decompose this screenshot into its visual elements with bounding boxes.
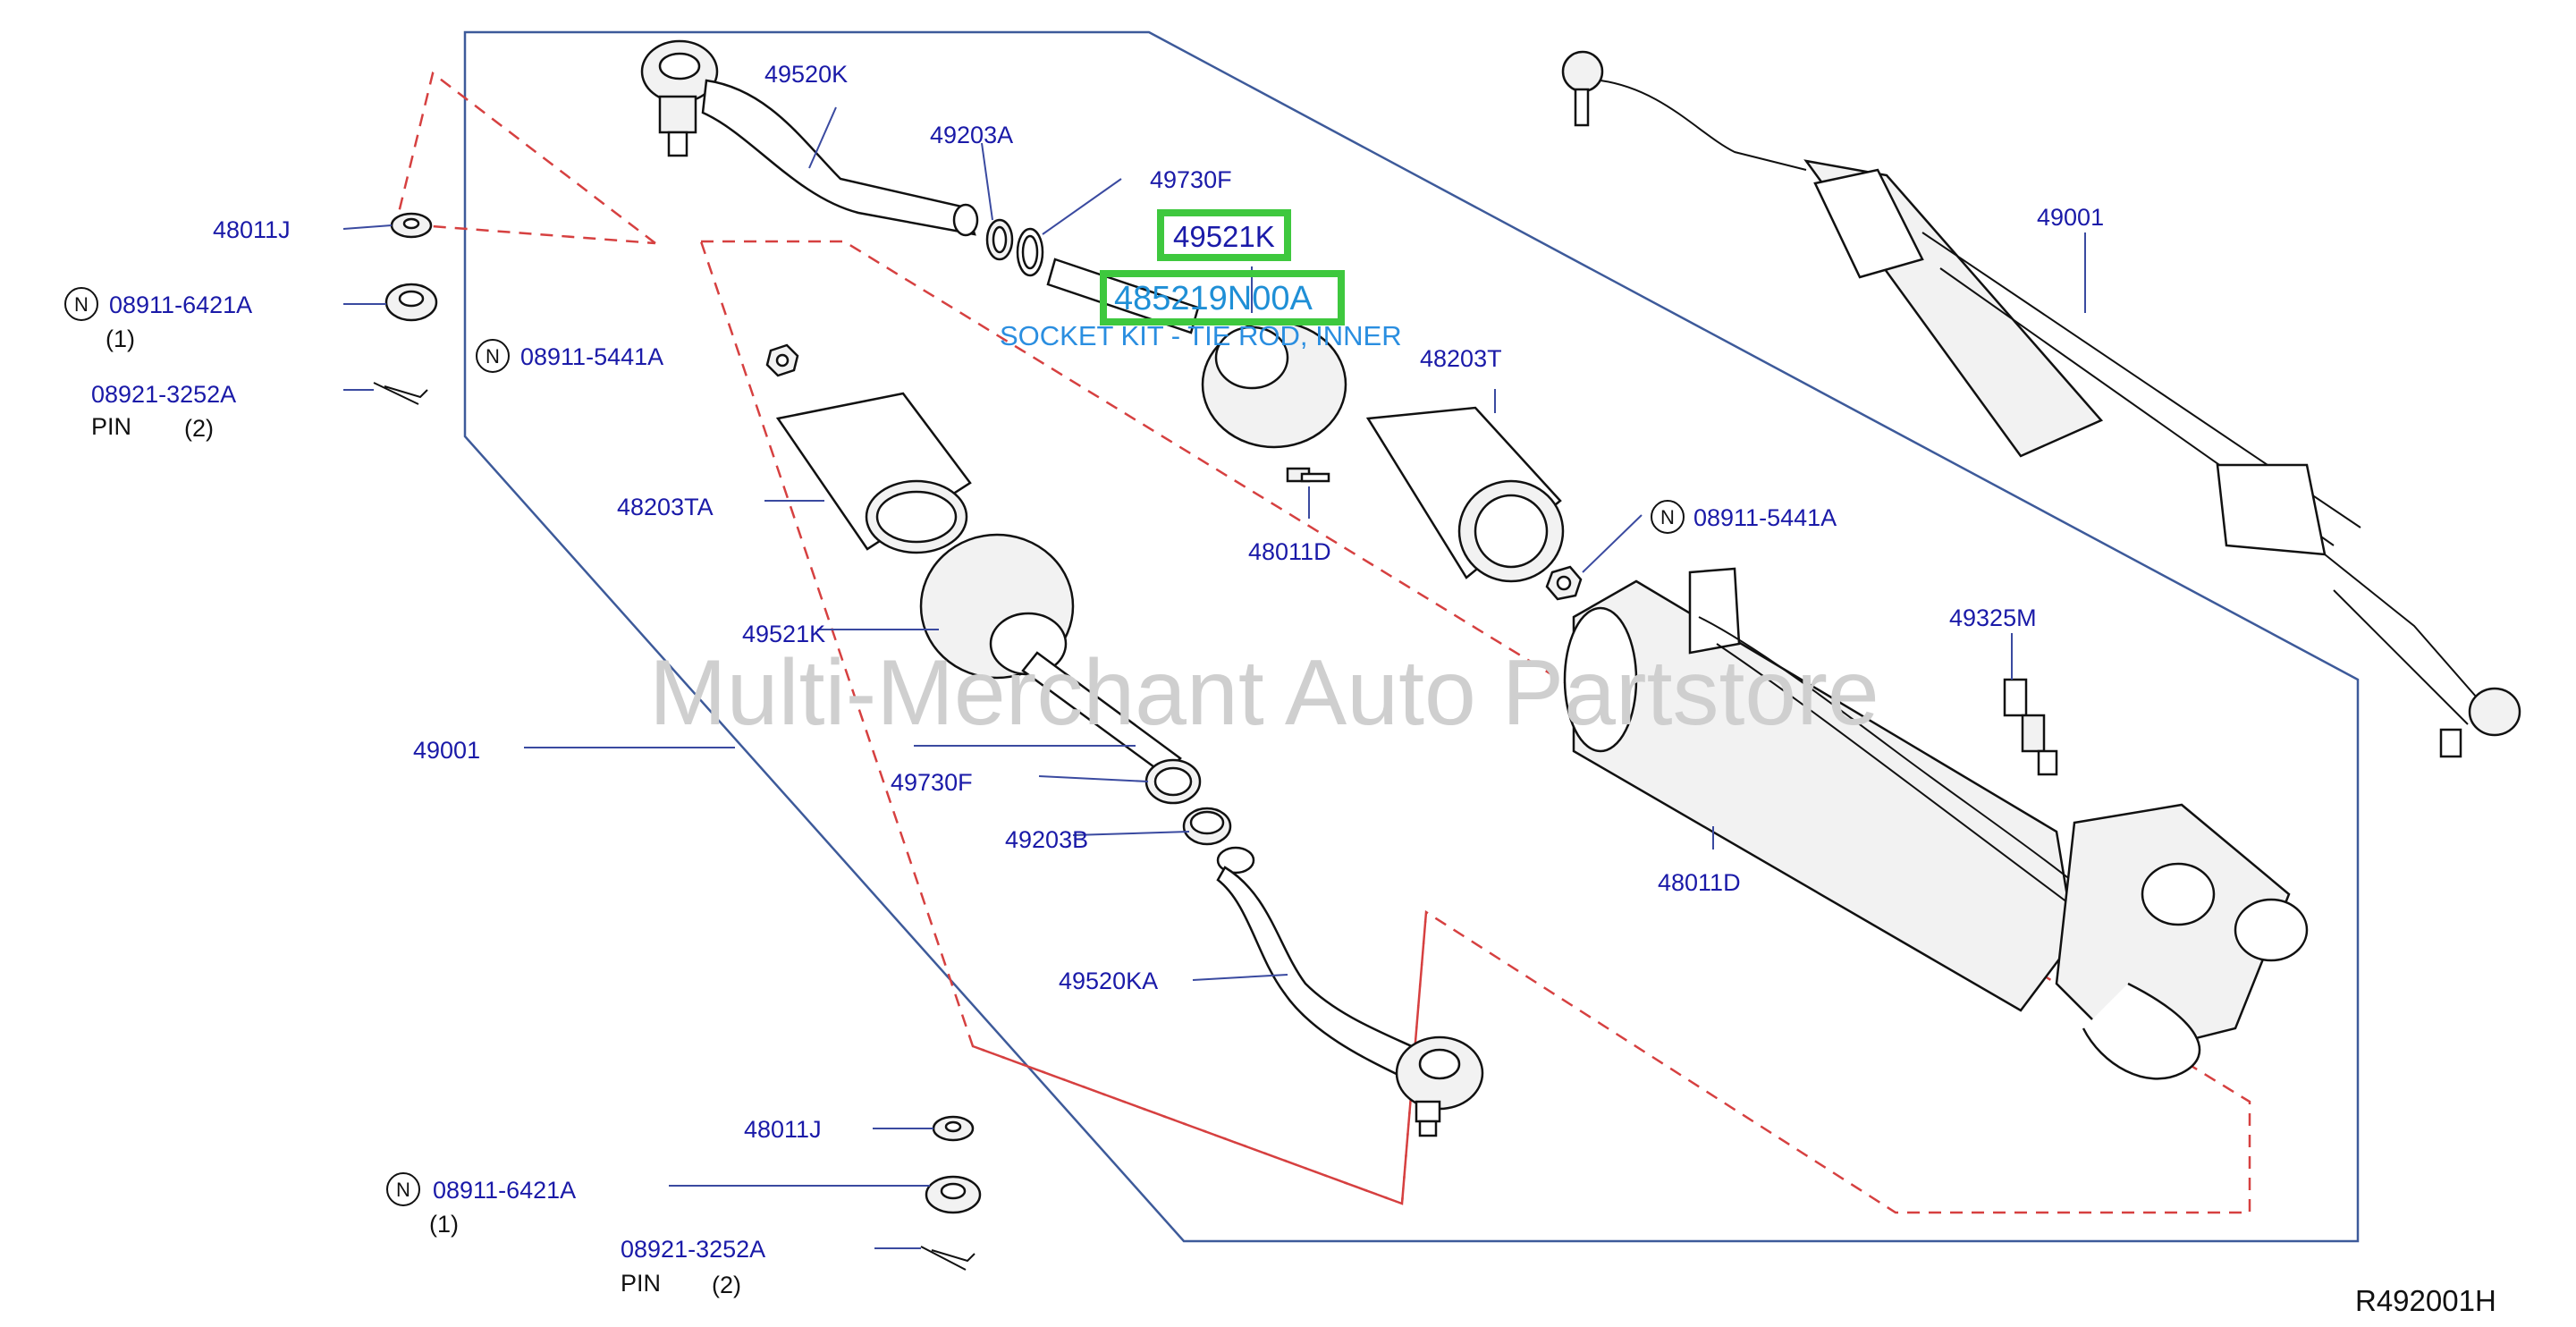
- label-pin-top[interactable]: 08921-3252A: [91, 381, 236, 408]
- label-rack-assembly-right[interactable]: 49001: [2037, 204, 2104, 231]
- leader-lines: [342, 106, 2086, 1249]
- sensor[interactable]: [2003, 678, 2058, 776]
- label-nut-top-left[interactable]: 08911-6421A: [109, 292, 252, 318]
- diagram-reference: R492001H: [2355, 1284, 2496, 1317]
- label-tie-rod-end-lower[interactable]: 49520KA: [1059, 968, 1158, 994]
- label-boot-right[interactable]: 48203T: [1420, 345, 1502, 372]
- svg-text:N: N: [1660, 506, 1675, 528]
- nut-mid-left[interactable]: [765, 343, 799, 377]
- label-boot-band-top[interactable]: 49730F: [1150, 166, 1232, 193]
- boot-clamp-top[interactable]: [985, 218, 1014, 261]
- rack-assembly-top-right[interactable]: [1561, 50, 2521, 758]
- label-pin-bottom[interactable]: 08921-3252A: [621, 1236, 765, 1263]
- assembly-frame: [463, 30, 2360, 1243]
- label-bolt-center[interactable]: 48011D: [1248, 538, 1331, 565]
- label-qty-nut-top: (1): [106, 325, 135, 352]
- nut-bottom-left[interactable]: [925, 1175, 982, 1214]
- boot-band-top[interactable]: [1016, 227, 1044, 277]
- dashed-group-bottom: [972, 911, 1428, 1205]
- tie-rod-end-lower[interactable]: [1216, 846, 1484, 1137]
- highlight-box-part-number: [1100, 270, 1345, 325]
- tie-rod-end-top[interactable]: [640, 39, 979, 237]
- boot-left[interactable]: [775, 392, 972, 554]
- svg-text:N: N: [74, 293, 89, 316]
- watermark: Multi-Merchant Auto Partstore: [649, 641, 1879, 745]
- highlight-box-socket-kit: [1157, 209, 1291, 261]
- label-boot-left[interactable]: 48203TA: [617, 494, 714, 520]
- pin-bottom[interactable]: [920, 1246, 976, 1271]
- label-boot-clamp-a[interactable]: 49203A: [930, 122, 1013, 148]
- label-washer-bottom[interactable]: 48011J: [744, 1116, 822, 1143]
- dashed-group-top: [394, 71, 656, 245]
- boot-clamp-lower[interactable]: [1182, 807, 1232, 846]
- label-tie-rod-end-top[interactable]: 49520K: [764, 61, 848, 88]
- rack-assembly-center[interactable]: [1563, 567, 2309, 1080]
- pin-top[interactable]: [373, 382, 428, 405]
- svg-text:N: N: [396, 1179, 410, 1201]
- label-nut-right[interactable]: 08911-5441A: [1693, 504, 1837, 531]
- label-nut-bottom-left[interactable]: 08911-6421A: [433, 1177, 576, 1204]
- label-socket-kit-top[interactable]: 49521K: [1173, 220, 1275, 253]
- label-boot-clamp-b[interactable]: 49203B: [1005, 826, 1088, 853]
- nut-right[interactable]: [1545, 565, 1583, 601]
- bolt-center[interactable]: [1286, 467, 1330, 483]
- label-pin-qty-top: (2): [184, 415, 214, 442]
- label-pin-qty-bottom: (2): [712, 1272, 741, 1298]
- washer-bottom[interactable]: [932, 1115, 975, 1142]
- label-washer-top[interactable]: 48011J: [213, 216, 291, 243]
- dashed-group-main: [699, 240, 2251, 1214]
- nut-top-left[interactable]: [384, 283, 438, 322]
- label-pin-word-bottom: PIN: [621, 1270, 661, 1297]
- n-marker-mid-left: N: [476, 339, 510, 373]
- svg-text:N: N: [486, 345, 500, 368]
- washer-top[interactable]: [390, 212, 433, 239]
- boot-right[interactable]: [1365, 406, 1565, 583]
- n-marker-top-left: N: [64, 287, 98, 321]
- label-highlight-part[interactable]: 485219N00A: [1114, 280, 1313, 317]
- n-marker-right: N: [1651, 500, 1685, 534]
- label-socket-kit-left[interactable]: 49521K: [742, 621, 825, 647]
- label-nut-mid-left[interactable]: 08911-5441A: [520, 343, 663, 370]
- socket-kit-left[interactable]: [919, 533, 1182, 776]
- label-rack-assembly-left[interactable]: 49001: [413, 737, 480, 764]
- label-sensor[interactable]: 49325M: [1949, 604, 2037, 631]
- label-boot-band-left[interactable]: 49730F: [891, 769, 973, 796]
- label-bolt-right[interactable]: 48011D: [1658, 869, 1741, 896]
- label-highlight-desc: SOCKET KIT - TIE ROD, INNER: [1000, 320, 1402, 351]
- n-marker-bottom-left: N: [386, 1172, 420, 1206]
- label-qty-nut-bottom: (1): [429, 1211, 459, 1238]
- label-pin-word-top: PIN: [91, 413, 131, 440]
- boot-band-left[interactable]: [1144, 758, 1202, 805]
